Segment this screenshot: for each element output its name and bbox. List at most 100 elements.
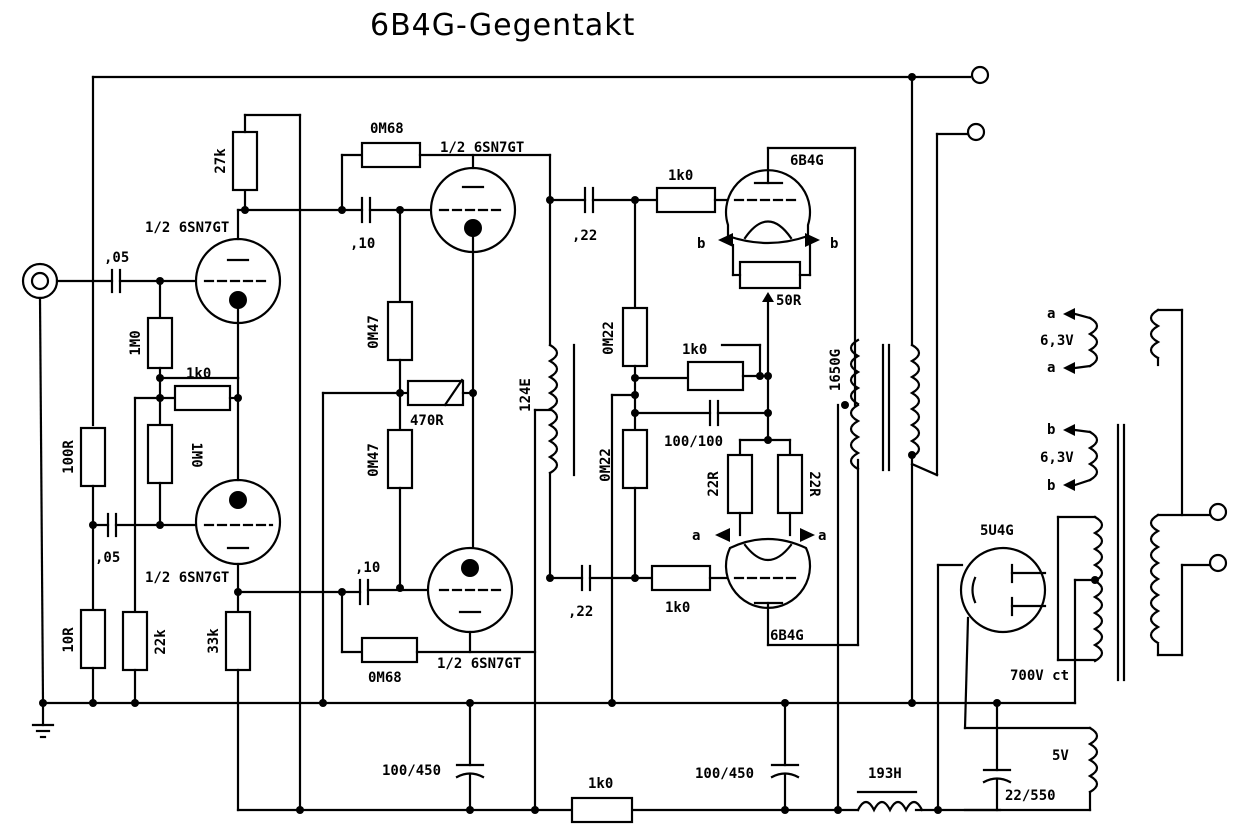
filter-cap-100-450-a: [455, 701, 485, 812]
pt-700v-label: 700V ct: [1010, 668, 1069, 684]
resistor-33k: [224, 610, 252, 672]
output-terminal-second[interactable]: [935, 122, 986, 142]
resistor-470r: [406, 379, 465, 407]
r-1k0-top-label: 1k0: [668, 168, 693, 184]
resistor-0m68-bottom: [360, 636, 419, 664]
cap-10-top-label: ,10: [350, 236, 375, 252]
tube-5u4g: [959, 546, 1047, 634]
tube-6b4g-bottom: [715, 528, 815, 609]
heater-winding-a: [1063, 308, 1099, 374]
tube-6b4g-bottom-label: 6B4G: [770, 628, 804, 644]
ground-rail: [39, 699, 1002, 707]
fil-b-left-label: b: [697, 236, 705, 252]
cap-22-550-label: 22/550: [1005, 788, 1056, 804]
heater-a2-label: a: [1047, 360, 1055, 376]
pt-5v-label: 5V: [1052, 748, 1069, 764]
resistor-1k0-psu: [570, 796, 634, 824]
cap-100-100: [708, 399, 720, 427]
cap-22-top-label: ,22: [572, 228, 597, 244]
resistor-1k0-bias: [686, 360, 745, 392]
ground-symbol: [31, 701, 55, 739]
choke-124e: [547, 343, 576, 477]
resistor-100r: [79, 426, 107, 488]
filter-cap-100-450-b: [770, 701, 800, 812]
tube-5u4g-label: 5U4G: [980, 523, 1014, 539]
pt-6v3-b-label: 6,3V: [1040, 450, 1074, 466]
choke-193h: [856, 790, 924, 813]
fil-b-right-label: b: [830, 236, 838, 252]
tube-v1a: [194, 237, 282, 325]
top-rail: [91, 73, 972, 427]
r-100r-label: 100R: [61, 440, 77, 474]
r-1k0-psu-label: 1k0: [588, 776, 613, 792]
winding-5v: [1087, 726, 1099, 812]
mains-terminal-top[interactable]: [1208, 502, 1228, 522]
r-1k0-bias-label: 1k0: [682, 342, 707, 358]
resistor-27k: [231, 130, 259, 192]
choke-124e-label: 124E: [518, 378, 534, 412]
cap-05-input-label: ,05: [104, 250, 129, 266]
r-470r-label: 470R: [410, 413, 444, 429]
resistor-1k0-bottom: [650, 564, 712, 592]
cap-100-100-label: 100/100: [664, 434, 723, 450]
heater-a1-label: a: [1047, 306, 1055, 322]
mains-terminal-bottom[interactable]: [1208, 553, 1228, 573]
r-50r-label: 50R: [776, 293, 802, 309]
r-0m47-top-label: 0M47: [366, 315, 382, 349]
cap-100-450-b-label: 100/450: [695, 766, 754, 782]
r-0m68-top-label: 0M68: [370, 121, 404, 137]
resistor-0m47-bottom: [386, 428, 414, 490]
resistor-10r: [79, 608, 107, 670]
tube-v1b: [194, 478, 282, 566]
tube-6b4g-top: [718, 169, 820, 247]
r-22r-b-label: 22R: [806, 471, 822, 497]
heater-b2-label: b: [1047, 478, 1055, 494]
resistor-0m68-top: [360, 141, 422, 169]
resistor-22r-a: [726, 453, 754, 515]
r-22r-a-label: 22R: [706, 471, 722, 497]
cap-22-bottom-label: ,22: [568, 604, 593, 620]
output-terminal-top[interactable]: [970, 65, 990, 85]
cap-100-450-a-label: 100/450: [382, 763, 441, 779]
r-1k0-bottom-label: 1k0: [665, 600, 690, 616]
tube-v2a-label: 1/2 6SN7GT: [440, 140, 524, 156]
output-transformer-1650g: [849, 338, 921, 472]
tube-v1a-label: 1/2 6SN7GT: [145, 220, 229, 236]
resistor-1m0-lower: [146, 423, 174, 485]
heater-winding-b: [1063, 424, 1099, 491]
r-22k-label: 22k: [153, 629, 169, 655]
resistor-0m47-top: [386, 300, 414, 362]
cap-05-lower: [106, 512, 118, 538]
fil-a-left-label: a: [692, 528, 700, 544]
choke-193h-label: 193H: [868, 766, 902, 782]
resistor-1m0-upper: [146, 316, 174, 370]
r-0m22-bottom-label: 0M22: [598, 448, 614, 482]
cap-22-top: [583, 186, 595, 214]
trafo-1650g-label: 1650G: [828, 349, 844, 391]
cap-10-bottom-label: ,10: [355, 560, 380, 576]
cap-05-lower-label: ,05: [95, 550, 120, 566]
power-transformer: [998, 308, 1212, 705]
cap-22-bottom: [580, 564, 592, 592]
r-0m47-bottom-label: 0M47: [366, 443, 382, 477]
r-0m22-top-label: 0M22: [601, 321, 617, 355]
r-27k-label: 27k: [213, 148, 229, 174]
input-jack[interactable]: [21, 262, 59, 705]
resistor-0m22-bottom: [621, 428, 649, 490]
cap-10-top: [360, 196, 372, 224]
r-1m0-lower-label: 1M0: [188, 442, 204, 467]
schematic-title: 6B4G-Gegentakt: [370, 8, 636, 43]
tube-v2b-label: 1/2 6SN7GT: [437, 656, 521, 672]
resistor-22k: [121, 610, 149, 672]
resistor-22r-b: [776, 453, 804, 515]
resistor-0m22-top: [621, 306, 649, 368]
resistor-1k0-grid: [173, 384, 232, 412]
heater-b1-label: b: [1047, 422, 1055, 438]
resistor-1k0-top: [655, 186, 717, 214]
pt-6v3-a-label: 6,3V: [1040, 333, 1074, 349]
cap-10-bottom: [358, 578, 370, 606]
coupling-cap-05-input: [110, 268, 122, 294]
r-1k0-grid-label: 1k0: [186, 366, 211, 382]
r-1m0-upper-label: 1M0: [128, 330, 144, 355]
